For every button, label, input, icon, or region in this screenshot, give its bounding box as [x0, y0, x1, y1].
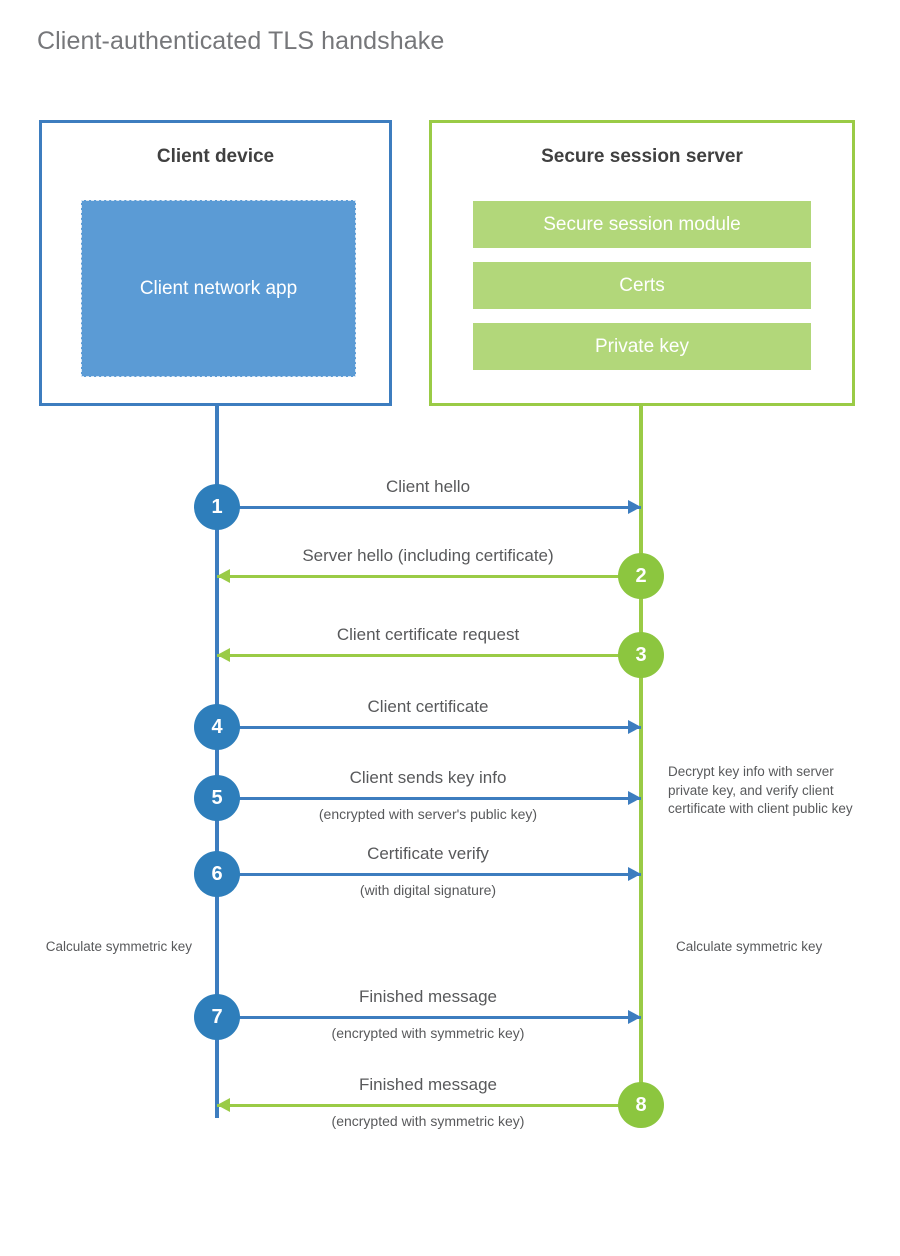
secure-session-server-title: Secure session server [541, 146, 743, 167]
page-title: Client-authenticated TLS handshake [37, 27, 445, 55]
message-label-7: Finished message [359, 987, 497, 1006]
message-line-4 [217, 726, 641, 729]
message-line-3 [217, 654, 641, 657]
message-arrowhead-3 [217, 648, 230, 662]
step-badge-1[interactable]: 1 [194, 484, 240, 530]
client-network-app-block: Client network app [81, 200, 356, 377]
message-sublabel-5: (encrypted with server's public key) [318, 806, 538, 822]
step-badge-7[interactable]: 7 [194, 994, 240, 1040]
server-module-private-key: Private key [473, 323, 811, 370]
message-label-1: Client hello [385, 477, 471, 496]
message-sublabel-8: (encrypted with symmetric key) [331, 1113, 525, 1129]
message-line-8 [217, 1104, 641, 1107]
client-calculate-symmetric-key-annotation: Calculate symmetric key [45, 939, 192, 954]
message-label-8: Finished message [359, 1075, 497, 1094]
message-arrowhead-2 [217, 569, 230, 583]
message-line-7 [217, 1016, 641, 1019]
message-arrowhead-6 [628, 867, 641, 881]
message-line-5 [217, 797, 641, 800]
message-line-6 [217, 873, 641, 876]
message-arrowhead-4 [628, 720, 641, 734]
step-badge-8[interactable]: 8 [618, 1082, 664, 1128]
step-badge-6[interactable]: 6 [194, 851, 240, 897]
client-lifeline [215, 406, 219, 1118]
message-label-5: Client sends key info [349, 768, 507, 787]
server-module-list: Secure session module Certs Private key [473, 201, 811, 370]
secure-session-server-box: Secure session server Secure session mod… [429, 120, 855, 406]
message-sublabel-7: (encrypted with symmetric key) [331, 1025, 525, 1041]
step-badge-2[interactable]: 2 [618, 553, 664, 599]
server-lifeline [639, 406, 643, 1106]
client-device-box: Client device Client network app [39, 120, 392, 406]
message-line-2 [217, 575, 641, 578]
message-arrowhead-7 [628, 1010, 641, 1024]
message-label-4: Client certificate [367, 697, 489, 716]
message-arrowhead-1 [628, 500, 641, 514]
message-label-6: Certificate verify [367, 844, 489, 863]
server-calculate-symmetric-key-annotation: Calculate symmetric key [676, 939, 823, 954]
message-sublabel-6: (with digital signature) [359, 882, 497, 898]
message-label-3: Client certificate request [336, 625, 520, 644]
message-label-2: Server hello (including certificate) [302, 546, 554, 565]
step-badge-3[interactable]: 3 [618, 632, 664, 678]
client-device-title: Client device [156, 146, 275, 167]
message-arrowhead-8 [217, 1098, 230, 1112]
step-badge-5[interactable]: 5 [194, 775, 240, 821]
message-line-1 [217, 506, 641, 509]
server-decrypt-annotation: Decrypt key info with server private key… [668, 764, 853, 817]
message-arrowhead-5 [628, 791, 641, 805]
server-module-certs: Certs [473, 262, 811, 309]
server-module-secure-session-module: Secure session module [473, 201, 811, 248]
step-badge-4[interactable]: 4 [194, 704, 240, 750]
